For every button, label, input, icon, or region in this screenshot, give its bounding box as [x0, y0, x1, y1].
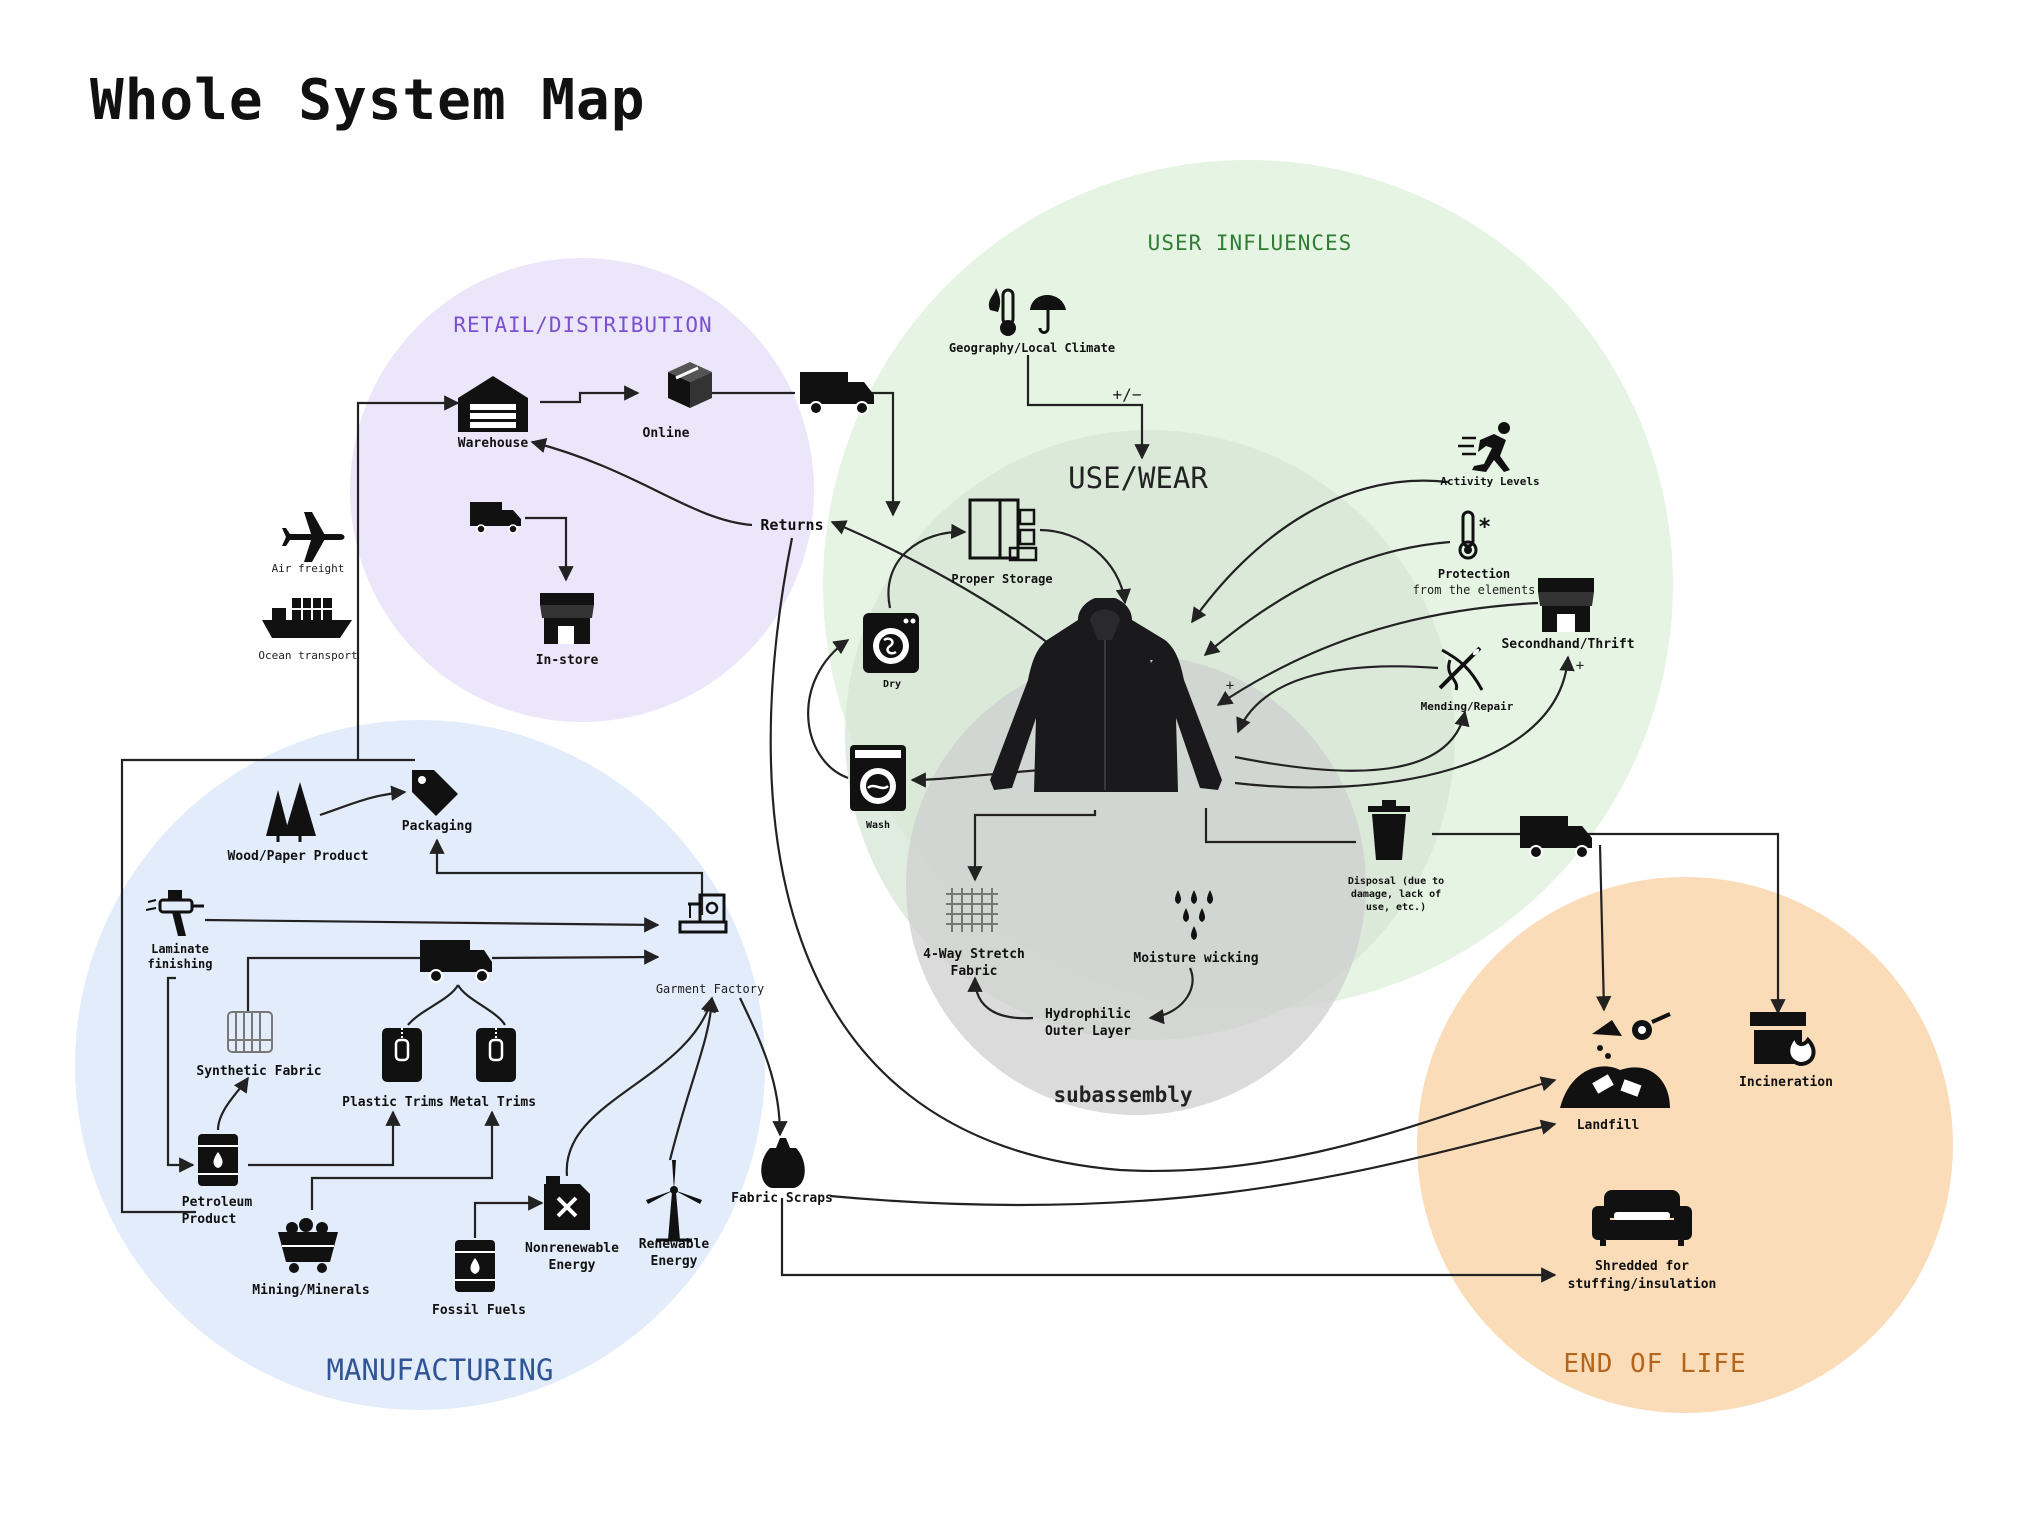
garment-factory-label: Garment Factory	[656, 982, 764, 996]
page-title: Whole System Map	[90, 68, 646, 133]
closet-icon	[968, 498, 1038, 562]
secondhand-label: Secondhand/Thrift	[1501, 637, 1634, 652]
retail-region-title: RETAIL/DISTRIBUTION	[453, 313, 712, 337]
secondhand-plus-sign: +	[1576, 658, 1584, 674]
local-truck-icon	[470, 502, 521, 534]
subassembly-region	[906, 655, 1366, 1115]
oil-barrel-icon	[198, 1134, 238, 1186]
hydrophilic-label-2: Outer Layer	[1045, 1024, 1131, 1039]
protection-sub-label: from the elements	[1413, 583, 1536, 597]
runner-icon	[1458, 422, 1510, 472]
couch-icon	[1592, 1190, 1692, 1246]
nonrenewable-label-2: Energy	[549, 1258, 596, 1273]
warehouse-icon	[458, 376, 528, 432]
spray-gun-icon	[145, 890, 204, 936]
geography-label: Geography/Local Climate	[949, 341, 1115, 355]
end-of-life-region	[1417, 877, 1953, 1413]
plus-minus-label: +/−	[1113, 385, 1142, 404]
moisture-label: Moisture wicking	[1133, 951, 1258, 966]
landfill-label: Landfill	[1577, 1118, 1640, 1133]
synthetic-fabric-label: Synthetic Fabric	[196, 1064, 321, 1079]
sewing-machine-icon	[678, 893, 728, 934]
jacket-plus-sign: +	[1226, 678, 1234, 694]
svg-text:*: *	[1478, 515, 1491, 540]
ocean-transport-label: Ocean transport	[258, 649, 357, 662]
metal-zipper-icon	[476, 1028, 516, 1082]
laminate-label-2: finishing	[147, 957, 212, 971]
in-store-label: In-store	[536, 653, 599, 668]
use-wear-title: USE/WEAR	[1068, 461, 1208, 495]
edges	[120, 355, 1786, 1283]
wood-paper-label: Wood/Paper Product	[228, 849, 369, 864]
incineration-label: Incineration	[1739, 1075, 1833, 1090]
ship-icon	[262, 598, 352, 638]
protection-label: Protection	[1438, 567, 1510, 581]
mining-cart-icon	[278, 1218, 338, 1273]
petroleum-label-2: Product	[182, 1212, 237, 1227]
package-icon	[668, 362, 712, 408]
disposal-label-2: damage, lack of	[1351, 889, 1441, 900]
fabric-weave-icon	[946, 888, 998, 932]
thermometer-snow-icon: *	[1458, 510, 1491, 560]
washing-machine-icon	[850, 745, 906, 811]
packaging-label: Packaging	[402, 819, 472, 834]
manufacturing-title: MANUFACTURING	[327, 1353, 554, 1387]
online-label: Online	[643, 426, 690, 441]
trees-icon	[266, 782, 316, 842]
plastic-trims-label: Plastic Trims	[342, 1095, 444, 1110]
subassembly-title: subassembly	[1053, 1083, 1192, 1107]
wind-turbine-icon	[646, 1160, 702, 1242]
fabric-label-1: 4-Way Stretch	[923, 947, 1025, 962]
fabric-roll-icon	[227, 1011, 273, 1053]
price-tag-icon	[412, 770, 458, 816]
fuel-can-icon	[544, 1176, 590, 1230]
needle-thread-icon	[1438, 646, 1484, 691]
warehouse-label: Warehouse	[458, 436, 529, 451]
nonrenewable-label-1: Nonrenewable	[525, 1241, 619, 1256]
user-influences-title: USER INFLUENCES	[1148, 231, 1353, 255]
renewable-label-2: Energy	[651, 1254, 698, 1269]
activity-levels-label: Activity Levels	[1440, 475, 1539, 488]
dry-label: Dry	[883, 679, 901, 690]
proper-storage-label: Proper Storage	[951, 572, 1052, 586]
plastic-zipper-icon	[382, 1028, 422, 1082]
laminate-label-1: Laminate	[151, 942, 209, 956]
airplane-icon	[282, 512, 345, 562]
trash-bag-icon	[761, 1138, 805, 1188]
shredded-label-2: stuffing/insulation	[1568, 1277, 1717, 1292]
trash-can-icon	[1368, 800, 1410, 860]
fuel-barrel-icon	[455, 1240, 495, 1292]
air-freight-label: Air freight	[272, 562, 345, 575]
fabric-scraps-label: Fabric Scraps	[731, 1191, 833, 1206]
store-icon	[540, 593, 594, 644]
landfill-icon	[1560, 1012, 1671, 1108]
thrift-store-icon	[1538, 578, 1594, 632]
delivery-truck-icon	[800, 372, 874, 415]
returns-label: Returns	[760, 516, 823, 534]
jacket-image	[990, 598, 1222, 792]
incinerator-icon	[1750, 1012, 1816, 1067]
end-of-life-title: END OF LIFE	[1563, 1349, 1746, 1379]
metal-trims-label: Metal Trims	[450, 1095, 536, 1110]
fossil-fuels-label: Fossil Fuels	[432, 1303, 526, 1318]
disposal-label-1: Disposal (due to	[1348, 875, 1444, 887]
mending-label: Mending/Repair	[1421, 700, 1514, 713]
petroleum-label-1: Petroleum	[182, 1195, 253, 1210]
wash-label: Wash	[866, 820, 890, 831]
garbage-truck-icon	[1520, 816, 1592, 859]
umbrella-icon	[1030, 295, 1066, 334]
hydrophilic-label-1: Hydrophilic	[1045, 1007, 1131, 1022]
dryer-icon	[863, 613, 919, 673]
disposal-label-3: use, etc.)	[1366, 902, 1426, 913]
renewable-label-1: Renewable	[639, 1237, 710, 1252]
mining-label: Mining/Minerals	[252, 1283, 369, 1298]
fabric-label-2: Fabric	[951, 964, 998, 979]
shipping-truck-icon	[420, 940, 492, 983]
water-drops-icon	[1175, 890, 1213, 940]
shredded-label-1: Shredded for	[1595, 1259, 1689, 1274]
thermometer-flame-icon	[988, 288, 1016, 336]
